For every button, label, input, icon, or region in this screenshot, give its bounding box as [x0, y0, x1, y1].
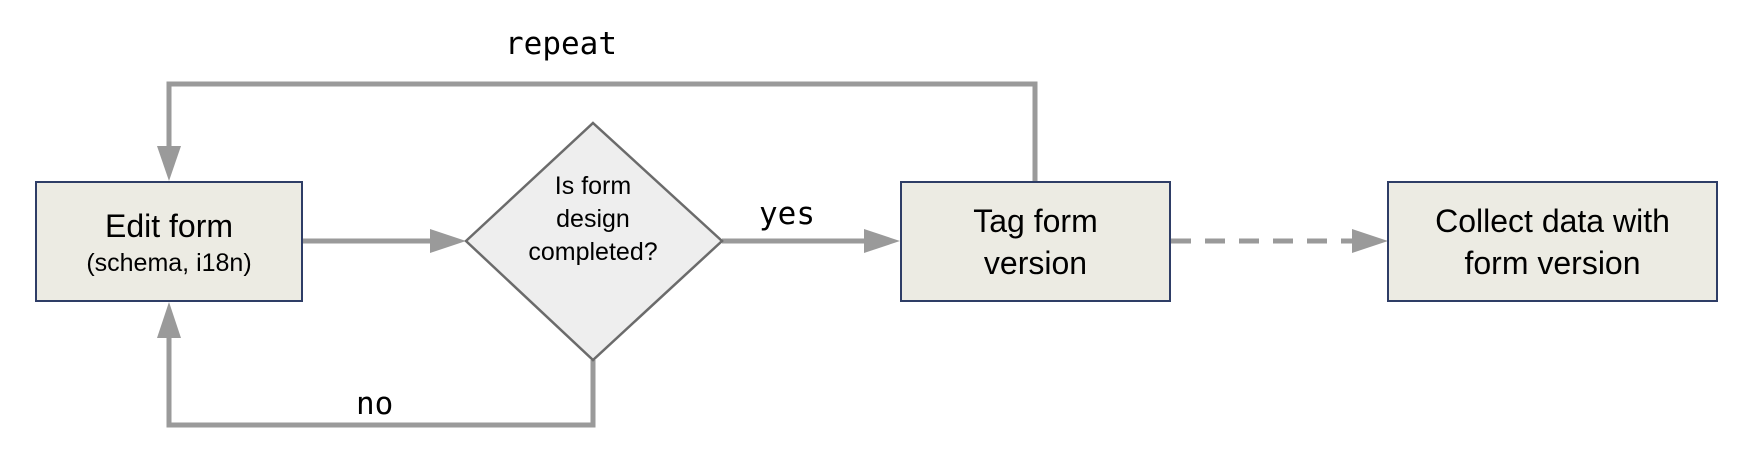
- arrowhead-collect: [1352, 229, 1388, 253]
- edit-form-label: Edit form: [104, 207, 234, 244]
- repeat-label: repeat: [505, 26, 617, 62]
- arrowhead-no: [157, 302, 181, 338]
- arrow-no-loop: [166, 318, 596, 428]
- no-label: no: [356, 386, 394, 422]
- decision-label-line3: completed?: [528, 238, 658, 266]
- collect-data-label-line2: form version: [1464, 244, 1641, 281]
- decision-label-line2: design: [556, 205, 630, 233]
- decision-diamond: [464, 121, 724, 362]
- decision-label: Is form design completed?: [493, 170, 693, 269]
- edit-form-node: Edit form (schema, i18n): [35, 181, 303, 302]
- collect-data-label-line1: Collect data with: [1435, 202, 1670, 239]
- arrow-repeat-loop: [166, 81, 1038, 181]
- tag-form-label-line2: version: [983, 244, 1088, 281]
- tag-form-node: Tag form version: [900, 181, 1171, 302]
- arrowhead-repeat: [157, 146, 181, 181]
- edit-form-sublabel: (schema, i18n): [86, 248, 252, 277]
- arrowhead-edit-to-decision: [430, 229, 466, 253]
- decision-label-line1: Is form: [554, 172, 632, 200]
- arrowhead-yes: [864, 229, 900, 253]
- collect-data-node: Collect data with form version: [1387, 181, 1718, 302]
- tag-form-label-line1: Tag form: [973, 202, 1098, 239]
- yes-label: yes: [759, 196, 815, 232]
